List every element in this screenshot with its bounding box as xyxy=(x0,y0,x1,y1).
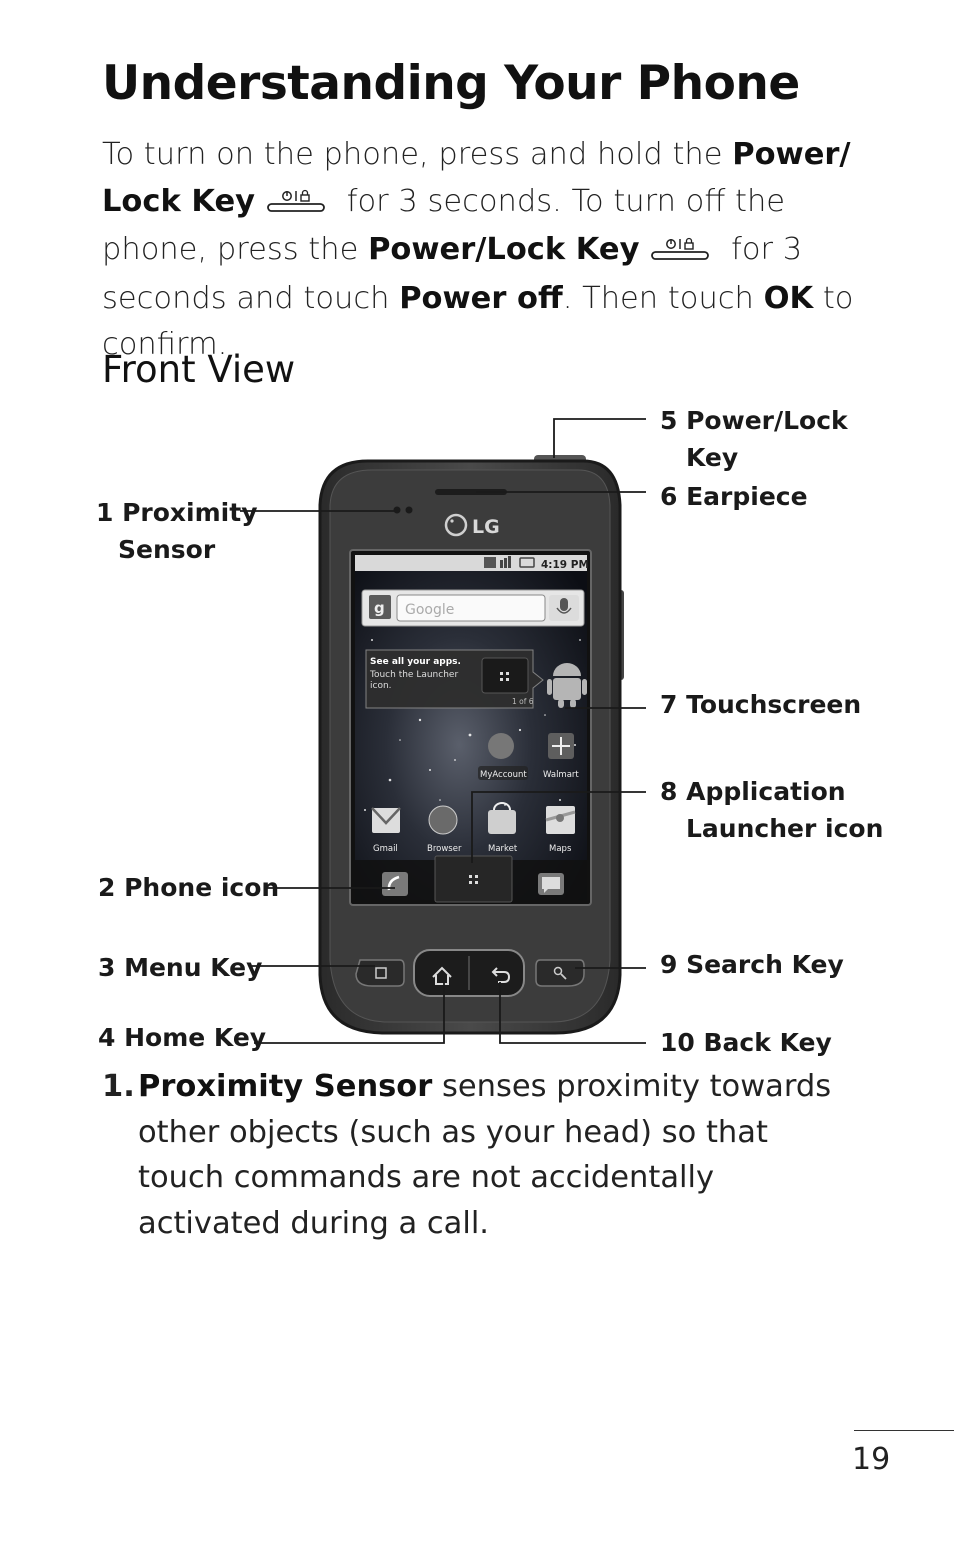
tip-line-1: Touch the Launcher xyxy=(369,670,458,680)
callout-back-key: 10 Back Key xyxy=(660,1028,832,1057)
callout-line-8 xyxy=(471,791,646,863)
page-number: 19 xyxy=(852,1442,891,1477)
search-key[interactable] xyxy=(535,959,585,987)
callout-proximity-sensor: 1 Proximity Sensor xyxy=(96,494,258,568)
home-key[interactable] xyxy=(432,966,452,985)
callout-touchscreen: 7 Touchscreen xyxy=(660,690,862,719)
back-key[interactable] xyxy=(491,967,511,983)
android-icon xyxy=(547,663,587,708)
power-lock-key-icon xyxy=(651,229,710,276)
phone-icon[interactable] xyxy=(382,872,408,896)
page-number-rule xyxy=(854,1430,954,1431)
search-placeholder: Google xyxy=(405,602,454,618)
power-lock-key-icon xyxy=(267,181,325,228)
tip-page: 1 of 6 xyxy=(512,697,534,706)
page-title: Understanding Your Phone xyxy=(102,56,800,111)
menu-icon xyxy=(375,967,387,979)
callout-label: 5 Power/Lock xyxy=(660,406,848,435)
intro-text-5: to confirm. xyxy=(102,280,854,363)
callout-label: Launcher icon xyxy=(686,814,884,843)
app-myaccount[interactable]: MyAccount xyxy=(478,733,528,780)
tip-title: See all your apps. xyxy=(370,657,461,667)
intro-bold-power-lock-key-2: Power/Lock Key xyxy=(368,232,640,267)
callout-power-lock-key: 5 Power/Lock Key xyxy=(660,402,848,476)
app-label: Maps xyxy=(549,844,572,854)
intro-bold-power-lock-key-1: Power/ Lock Key xyxy=(102,137,851,219)
list-text: senses proximity towards other objects (… xyxy=(138,1069,832,1241)
intro-text-1: To turn on the phone, press and hold the xyxy=(102,137,733,172)
callout-label: 1 Proximity xyxy=(96,498,258,527)
earpiece xyxy=(435,489,507,495)
intro-bold-power-off: Power off xyxy=(399,280,563,316)
app-gmail[interactable]: Gmail xyxy=(371,807,401,854)
status-time: 4:19 PM xyxy=(541,559,589,571)
app-label: Market xyxy=(488,844,518,854)
callout-search-key: 9 Search Key xyxy=(660,950,844,979)
callout-line-10 xyxy=(499,982,646,1044)
home-icon xyxy=(432,966,452,985)
list-item: 1. Proximity Sensor senses proximity tow… xyxy=(102,1064,862,1246)
app-browser[interactable]: Browser xyxy=(427,805,462,854)
brand-logo: LG xyxy=(472,516,500,538)
app-label: MyAccount xyxy=(480,770,527,780)
app-label: Walmart xyxy=(543,770,579,780)
callout-menu-key: 3 Menu Key xyxy=(98,953,263,982)
menu-key[interactable] xyxy=(355,959,405,987)
phone-front-view-illustration: LG 4:19 PM g Google See all your apps. T… xyxy=(240,418,646,1044)
launcher-grid-icon[interactable] xyxy=(434,855,513,903)
list-number: 1. xyxy=(102,1069,135,1104)
intro-paragraph: To turn on the phone, press and hold the… xyxy=(102,132,892,369)
intro-text-3: for 3 seconds and touch xyxy=(102,232,803,316)
app-label: Browser xyxy=(427,844,462,854)
proximity-sensor xyxy=(393,506,401,514)
intro-text-4: . Then touch xyxy=(562,280,764,316)
callout-earpiece: 6 Earpiece xyxy=(660,482,808,511)
callout-label: Key xyxy=(686,443,739,472)
callout-label: 8 Application xyxy=(660,777,846,806)
callout-application-launcher-icon: 8 Application Launcher icon xyxy=(660,773,883,847)
app-walmart[interactable]: Walmart xyxy=(543,733,579,780)
back-icon xyxy=(491,967,511,983)
callout-label: Sensor xyxy=(118,535,216,564)
callout-line-5 xyxy=(553,418,646,458)
app-maps[interactable]: Maps xyxy=(545,806,576,854)
search-icon xyxy=(369,595,391,619)
app-label: Gmail xyxy=(373,844,398,854)
callout-line-4 xyxy=(254,982,445,1044)
intro-bold-ok: OK xyxy=(763,280,814,316)
svg-text:g: g xyxy=(374,599,385,617)
section-title: Front View xyxy=(102,348,296,391)
list-term: Proximity Sensor xyxy=(138,1069,433,1104)
app-market[interactable]: Market xyxy=(488,802,518,854)
callout-home-key: 4 Home Key xyxy=(98,1023,267,1052)
intro-text-2: for 3 seconds. To turn off the phone, pr… xyxy=(102,183,786,268)
search-field[interactable] xyxy=(396,594,546,622)
tip-line-2: icon. xyxy=(370,681,392,691)
callout-phone-icon: 2 Phone icon xyxy=(98,873,280,902)
